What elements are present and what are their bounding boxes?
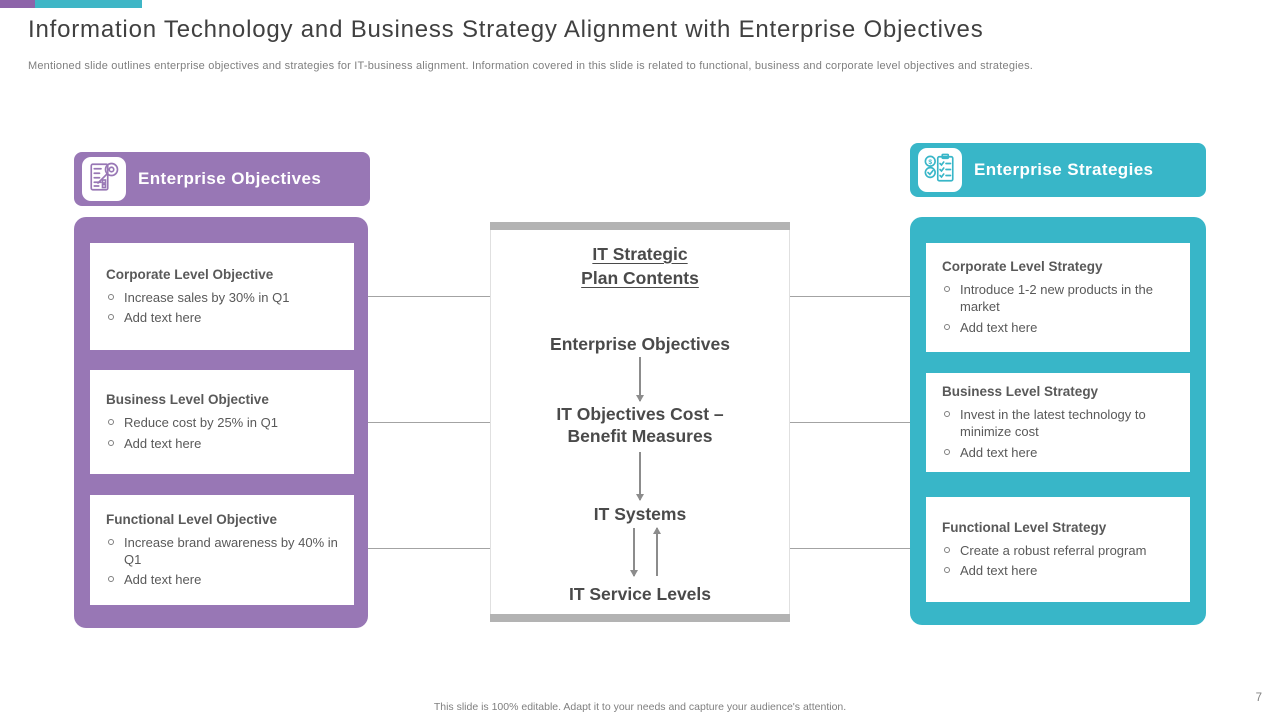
bullet-item: Reduce cost by 25% in Q1 xyxy=(106,414,340,431)
bullet-text: Add text here xyxy=(960,563,1038,578)
arrow-down-icon xyxy=(633,528,635,576)
page-subtitle: Mentioned slide outlines enterprise obje… xyxy=(28,60,1034,72)
connector-line xyxy=(790,296,910,297)
strategies-icon-box: $ xyxy=(918,148,962,192)
plan-step-enterprise-objectives: Enterprise Objectives xyxy=(550,334,730,354)
objectives-icon-box xyxy=(82,157,126,201)
bullet-item: Add text here xyxy=(106,571,340,588)
bullet-text: Add text here xyxy=(960,319,1038,335)
business-level-objective-card: Business Level Objective Reduce cost by … xyxy=(90,370,354,474)
accent-bar-purple xyxy=(0,0,35,8)
bullet-item: Increase brand awareness by 40% in Q1 xyxy=(106,534,340,568)
bullet-text: Introduce 1-2 new products in the market xyxy=(960,282,1153,315)
bullet-circle-icon xyxy=(108,439,114,446)
bullet-circle-icon xyxy=(108,419,114,426)
plan-box-top-bar xyxy=(490,222,790,230)
plan-heading-line2: Plan Contents xyxy=(581,268,699,288)
card-title: Business Level Objective xyxy=(106,392,269,408)
card-title: Functional Level Objective xyxy=(106,511,278,527)
bullet-item: Add text here xyxy=(106,309,340,326)
objectives-header: Enterprise Objectives xyxy=(74,152,370,206)
bullet-circle-icon xyxy=(108,576,114,583)
bullet-item: Increase sales by 30% in Q1 xyxy=(106,289,340,306)
corporate-level-objective-card: Corporate Level Objective Increase sales… xyxy=(90,243,354,350)
bullet-item: Introduce 1-2 new products in the market xyxy=(942,281,1176,315)
strategies-header-label: Enterprise Strategies xyxy=(974,160,1154,179)
footer-note: This slide is 100% editable. Adapt it to… xyxy=(433,701,847,713)
svg-text:$: $ xyxy=(928,158,932,165)
bullet-text: Increase brand awareness by 40% in Q1 xyxy=(124,534,338,567)
bullet-text: Add text here xyxy=(124,310,202,325)
plan-heading-line1: IT Strategic xyxy=(592,244,688,264)
bullet-circle-icon xyxy=(944,567,950,573)
plan-step-it-systems: IT Systems xyxy=(593,504,687,524)
plan-step-it-objectives-cost-benefit: IT Objectives Cost – Benefit Measures xyxy=(490,403,790,447)
bullet-circle-icon xyxy=(944,546,950,553)
arrow-down-icon xyxy=(639,357,641,401)
card-title: Corporate Level Strategy xyxy=(942,259,1103,275)
bullet-text: Add text here xyxy=(124,572,202,588)
bullet-circle-icon xyxy=(944,286,950,293)
connector-line xyxy=(368,422,490,423)
card-title: Functional Level Strategy xyxy=(942,519,1107,535)
bullet-text: Increase sales by 30% in Q1 xyxy=(124,289,290,305)
card-title: Business Level Strategy xyxy=(942,384,1099,400)
bullet-circle-icon xyxy=(944,448,950,455)
connector-line xyxy=(368,296,490,297)
document-analysis-icon xyxy=(86,159,122,200)
bullet-text: Reduce cost by 25% in Q1 xyxy=(124,415,278,431)
bullet-text: Invest in the latest technology to minim… xyxy=(960,407,1146,440)
plan-box xyxy=(490,230,790,614)
connector-line xyxy=(790,548,910,549)
bullet-circle-icon xyxy=(108,293,114,300)
bullet-circle-icon xyxy=(108,538,114,545)
page-number: 7 xyxy=(1255,692,1262,704)
bullet-item: Create a robust referral program xyxy=(942,542,1176,559)
plan-step-text: IT Objectives Cost – Benefit Measures xyxy=(556,404,724,446)
bullet-item: Add text here xyxy=(106,435,340,452)
business-level-strategy-card: Business Level Strategy Invest in the la… xyxy=(926,373,1190,472)
card-title: Corporate Level Objective xyxy=(106,266,274,282)
bullet-circle-icon xyxy=(944,411,950,418)
bullet-text: Add text here xyxy=(960,444,1038,460)
functional-level-strategy-card: Functional Level Strategy Create a robus… xyxy=(926,497,1190,602)
page-title: Information Technology and Business Stra… xyxy=(28,16,984,43)
plan-heading: IT Strategic Plan Contents xyxy=(490,242,790,290)
corporate-level-strategy-card: Corporate Level Strategy Introduce 1-2 n… xyxy=(926,243,1190,352)
connector-line xyxy=(790,422,910,423)
bullet-circle-icon xyxy=(108,314,114,320)
bullet-item: Add text here xyxy=(942,562,1176,579)
dollar-checklist-icon: $ xyxy=(922,150,958,191)
bullet-item: Invest in the latest technology to minim… xyxy=(942,406,1176,440)
bullet-item: Add text here xyxy=(942,319,1176,336)
bullet-circle-icon xyxy=(944,323,950,330)
functional-level-objective-card: Functional Level Objective Increase bran… xyxy=(90,495,354,605)
plan-step-it-service-levels: IT Service Levels xyxy=(568,584,712,604)
connector-line xyxy=(368,548,490,549)
objectives-header-label: Enterprise Objectives xyxy=(138,169,322,188)
bullet-text: Add text here xyxy=(124,435,202,451)
accent-bar-teal xyxy=(35,0,142,8)
strategies-header: $ Enterprise Strategies xyxy=(910,143,1206,197)
arrow-up-icon xyxy=(656,528,658,576)
bullet-item: Add text here xyxy=(942,444,1176,461)
bullet-text: Create a robust referral program xyxy=(960,542,1147,558)
arrow-down-icon xyxy=(639,452,641,500)
plan-box-bottom-bar xyxy=(490,614,790,622)
